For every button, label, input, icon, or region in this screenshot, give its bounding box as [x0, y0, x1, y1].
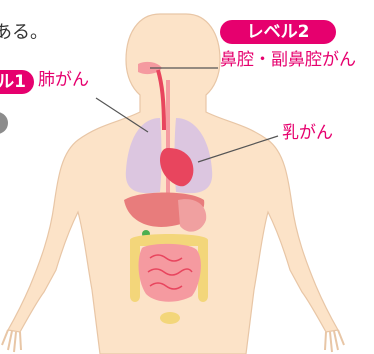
label-lung-cancer: 肺がん [38, 72, 89, 89]
left-hand [2, 330, 21, 352]
label-nasal-cancer: 鼻腔・副鼻腔がん [220, 52, 356, 69]
level2-badge: レベル2 [220, 20, 336, 44]
right-hand [325, 330, 344, 352]
intro-text: ある。 [0, 24, 48, 42]
label-breast-cancer: 乳がん [282, 125, 333, 142]
small-intestine [139, 244, 201, 302]
level1-badge: ル1 [0, 70, 34, 94]
bladder [160, 312, 180, 324]
